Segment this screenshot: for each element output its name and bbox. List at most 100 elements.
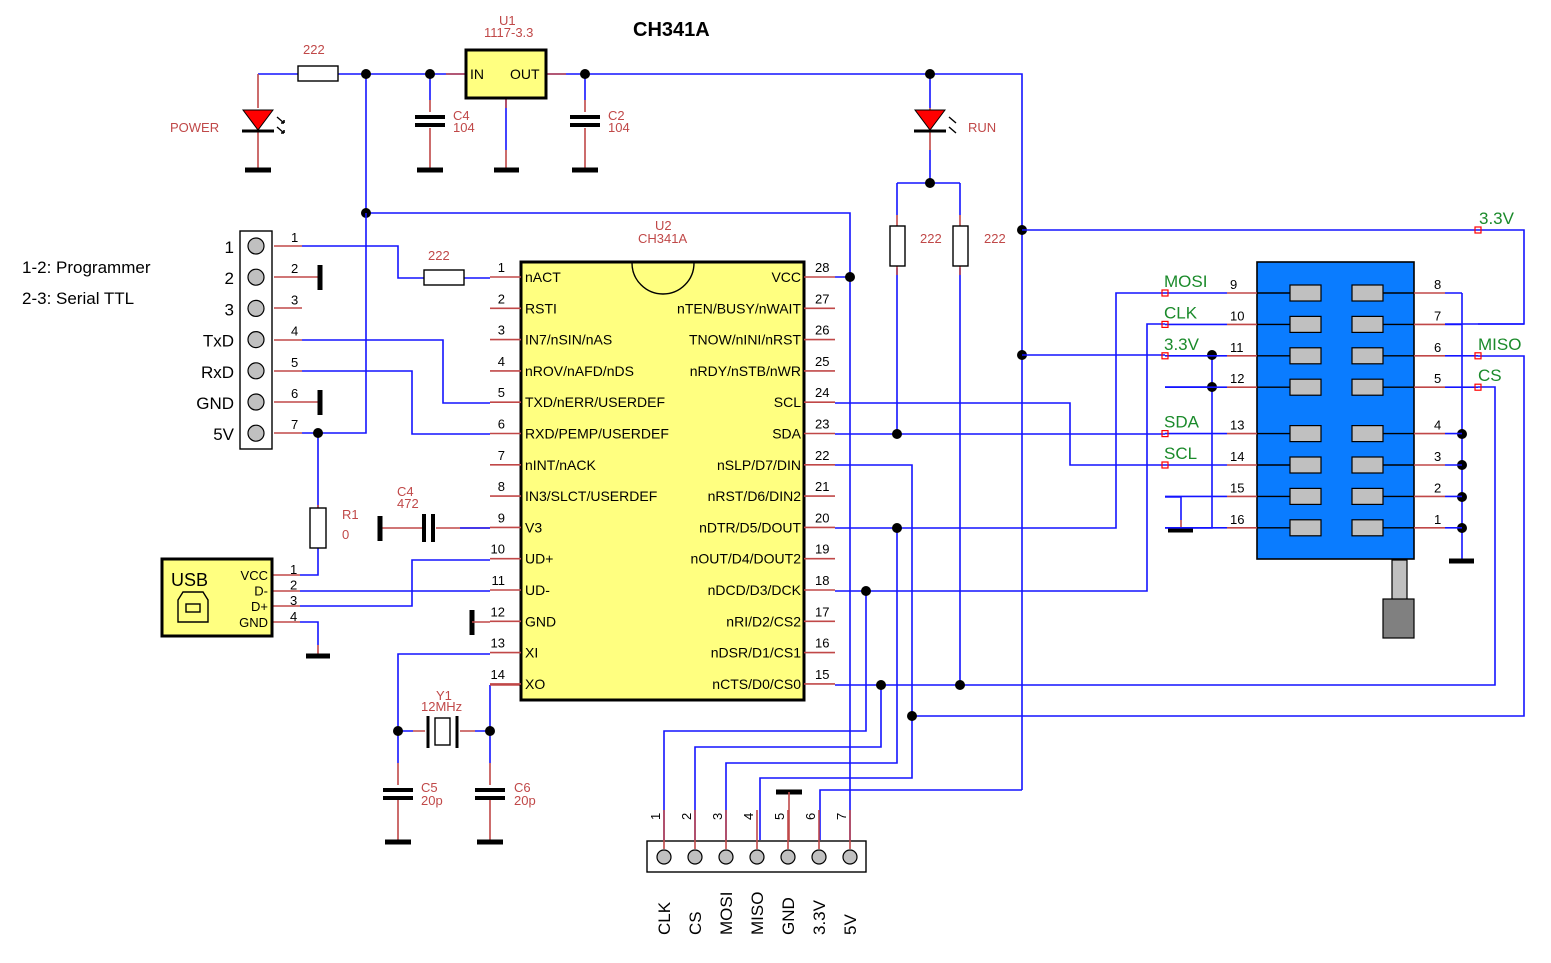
u2-right-pin-name: VCC <box>771 269 801 285</box>
jumper-pin-number: 2 <box>291 261 298 276</box>
capacitor-icon <box>415 115 445 127</box>
crystal-value: 12MHz <box>421 699 462 714</box>
zif-left-pin-number: 15 <box>1230 480 1244 495</box>
spi-pin[interactable]: 2CS <box>679 810 705 935</box>
u2-right-pin-name: nDTR/D5/DOUT <box>699 519 801 535</box>
spi-pin-number: 6 <box>803 813 818 820</box>
u2-right-pin-number: 21 <box>815 479 829 494</box>
zif-lever-handle[interactable] <box>1382 598 1415 639</box>
run-resistor-right <box>952 225 969 267</box>
c5-ref: C5 <box>421 780 438 795</box>
junction-dot <box>361 69 371 79</box>
u2-right-pin-number: 19 <box>815 542 829 557</box>
junction-dot <box>485 726 495 736</box>
zif-left-net-label: MOSI <box>1164 272 1207 291</box>
u2-left-pin-name: nINT/nACK <box>525 457 596 473</box>
zif-contact-icon <box>1351 425 1384 443</box>
spi-pin-number: 1 <box>648 813 663 820</box>
jumper-pin[interactable]: 75V <box>213 417 298 444</box>
junction-dot <box>925 69 935 79</box>
usb-pin-number: 1 <box>290 562 297 577</box>
pin-pad-icon <box>811 849 827 865</box>
nact-resistor-value: 222 <box>428 248 450 263</box>
u2-left-pin-name: UD- <box>525 582 550 598</box>
zif-right-pin-number: 2 <box>1434 480 1441 495</box>
jumper-note-1: 1-2: Programmer <box>22 258 151 277</box>
chip-notch <box>631 262 695 295</box>
v3-cap-ref: C4 <box>397 484 414 499</box>
spi-pin[interactable]: 75V <box>834 810 860 935</box>
power-led-label: POWER <box>170 120 219 135</box>
zif-left-net-label: SDA <box>1164 413 1200 432</box>
capacitor-icon <box>422 514 435 542</box>
usb-b-icon <box>177 591 209 623</box>
zif-left-pin-number: 16 <box>1230 512 1244 527</box>
u2-right-pin-name: nDSR/D1/CS1 <box>711 645 801 661</box>
zif-contact-icon <box>1289 487 1322 505</box>
junction-dot <box>861 586 871 596</box>
zif-left-net-label: CLK <box>1164 303 1198 322</box>
pin-pad-icon <box>247 299 265 317</box>
zif-contact-icon <box>1289 519 1322 537</box>
usb-pin-name: VCC <box>241 568 268 583</box>
power-section: 222 POWER C4 104 U1 1117-3.3 IN OUT C2 <box>170 13 1023 715</box>
u2-left-pin-name: UD+ <box>525 551 553 567</box>
u2-left-pin-name: nACT <box>525 269 561 285</box>
jumper-pin-label: 3 <box>225 300 234 319</box>
jumper-pin[interactable]: 11 <box>225 230 299 257</box>
pin-pad-icon <box>247 362 265 380</box>
net-flag-icon <box>1161 352 1169 360</box>
zif-contact-icon <box>1351 284 1384 302</box>
net-flag-icon <box>1161 430 1169 438</box>
zif-lever[interactable] <box>1391 559 1408 601</box>
zif-contact-icon <box>1351 378 1384 396</box>
u2-left-pin-number: 7 <box>498 448 505 463</box>
zif-left-pin-number: 11 <box>1230 340 1244 355</box>
pin-pad-icon <box>247 237 265 255</box>
zif-contact-icon <box>1351 519 1384 537</box>
spi-pin-number: 7 <box>834 813 849 820</box>
net-flag-icon <box>1161 320 1169 328</box>
cap-in-ref: C4 <box>453 108 470 123</box>
jumper-pin-number: 4 <box>291 324 298 339</box>
u2-right-pin-name: nOUT/D4/DOUT2 <box>691 551 802 567</box>
u2-left-pin-number: 5 <box>498 385 505 400</box>
u2-left-pin-number: 6 <box>498 417 505 432</box>
usb-pin-number: 2 <box>290 578 297 593</box>
jumper-pin[interactable]: 22 <box>225 261 299 288</box>
pin-pad-icon <box>247 393 265 411</box>
v3-cap-section: C4 472 <box>377 484 490 635</box>
u2-left-pin-name: RSTI <box>525 300 557 316</box>
net-flag-icon <box>1161 461 1169 469</box>
c6-ref: C6 <box>514 780 531 795</box>
jumper-pin[interactable]: 33 <box>225 292 299 319</box>
junction-dot <box>925 178 935 188</box>
zif-socket <box>1256 261 1415 560</box>
jumper-pin-label: TxD <box>203 332 234 351</box>
u2-right-pin-number: 20 <box>815 510 829 525</box>
crystal-ref: Y1 <box>436 688 452 703</box>
run-led-section: RUN 222 222 <box>889 108 1027 685</box>
cap-in-value: 104 <box>453 120 475 135</box>
pin-pad-icon <box>749 849 765 865</box>
junction-dot <box>313 428 323 438</box>
spi-pin[interactable]: 63.3V <box>803 810 829 935</box>
run-resistor-right-value: 222 <box>984 231 1006 246</box>
spi-pin-label: MISO <box>748 892 767 935</box>
jumper-wires: 222 <box>274 213 490 507</box>
cap-out-value: 104 <box>608 120 630 135</box>
pin-pad-icon <box>247 424 265 442</box>
u2-left-pin-name: IN7/nSIN/nAS <box>525 332 612 348</box>
power-resistor-value: 222 <box>303 42 325 57</box>
zif-contact-icon <box>1289 425 1322 443</box>
junction-dot <box>425 69 435 79</box>
jumper-pin-label: GND <box>196 394 234 413</box>
u2-right-pin-name: nRI/D2/CS2 <box>726 613 801 629</box>
